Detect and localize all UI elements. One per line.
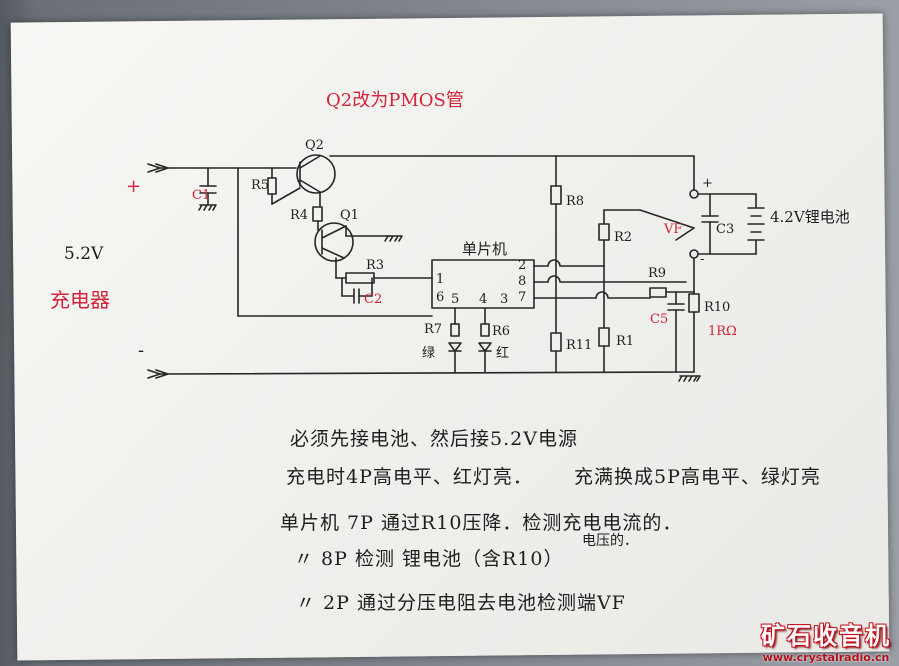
led-red xyxy=(478,342,492,352)
q1-transistor xyxy=(314,222,354,262)
charger-name: 充电器 xyxy=(50,288,110,312)
r9-resistor xyxy=(649,287,667,298)
q2-transistor xyxy=(296,154,336,194)
r9-label: R9 xyxy=(648,266,667,281)
mcu-pin-6: 6 xyxy=(436,290,445,305)
c1-label: C1 xyxy=(192,188,211,203)
battery-plus-label: + xyxy=(702,176,713,191)
mcu-pin-1: 1 xyxy=(436,272,445,287)
r10-label: R10 xyxy=(704,300,731,315)
led-green xyxy=(448,342,462,352)
c3-label: C3 xyxy=(716,222,735,237)
note-line-3: 充满换成5P高电平、绿灯亮 xyxy=(574,466,821,488)
battery-symbol xyxy=(747,207,765,241)
c1-ground-symbol xyxy=(198,204,217,211)
r3-resistor xyxy=(345,272,375,284)
r10-value: 1RΩ xyxy=(708,324,737,339)
r3-label: R3 xyxy=(366,258,385,273)
charger-minus-label: - xyxy=(138,340,145,361)
r10-resistor xyxy=(688,293,700,313)
note-line-2: 充电时4P高电平、红灯亮． xyxy=(286,466,533,488)
charger-voltage: 5.2V xyxy=(64,244,104,264)
watermark-title: 矿石收音机 xyxy=(761,622,891,650)
r11-resistor xyxy=(550,332,562,352)
r4-label: R4 xyxy=(290,208,309,223)
r6-color-label: 红 xyxy=(496,346,510,361)
vf-label: VF xyxy=(664,222,683,237)
r11-label: R11 xyxy=(566,338,593,353)
mcu-pin-4: 4 xyxy=(479,292,488,307)
r5-resistor xyxy=(267,177,277,195)
note-line-5-superscript: 电压的． xyxy=(582,533,638,549)
mcu-pin-7: 7 xyxy=(518,290,527,305)
battery-minus-label: - xyxy=(700,252,705,267)
mcu-pin-3: 3 xyxy=(500,292,509,307)
diagram-title: Q2改为PMOS管 xyxy=(326,90,464,111)
r6-label: R6 xyxy=(492,324,511,339)
watermark-url: www.crystalradio.cn xyxy=(762,651,890,664)
c2-label: C2 xyxy=(364,292,383,307)
r5-label: R5 xyxy=(251,178,270,193)
r8-label: R8 xyxy=(566,194,585,209)
note-line-1: 必须先接电池、然后接5.2V电源 xyxy=(290,428,578,450)
mcu-pin-2: 2 xyxy=(518,258,527,273)
battery-plus-terminal xyxy=(689,189,699,199)
mcu-box xyxy=(431,259,535,309)
watermark: 矿石收音机 www.crystalradio.cn xyxy=(761,616,891,664)
r4-resistor xyxy=(312,206,323,222)
r7-color-label: 绿 xyxy=(422,346,436,361)
note-line-6: 〃 2P 通过分压电阻去电池检测端VF xyxy=(296,592,626,614)
c5-label: C5 xyxy=(650,312,669,327)
mcu-pin-8: 8 xyxy=(518,274,527,289)
main-ground-symbol xyxy=(678,375,701,382)
ground-rail xyxy=(159,371,695,375)
note-line-4: 单片机 7P 通过R10压降．检测充电电流的． xyxy=(280,512,683,534)
battery-minus-terminal xyxy=(689,249,699,259)
r7-label: R7 xyxy=(424,322,443,337)
q1-ground-symbol xyxy=(384,235,403,242)
r6-resistor xyxy=(480,323,490,337)
r1-label: R1 xyxy=(616,334,635,349)
r2-resistor xyxy=(598,223,610,241)
battery-label: 4.2V锂电池 xyxy=(770,208,850,226)
r8-resistor xyxy=(550,185,562,205)
r7-resistor xyxy=(450,323,460,337)
mcu-pin-5: 5 xyxy=(451,292,460,307)
q2-label: Q2 xyxy=(305,138,324,153)
q1-label: Q1 xyxy=(340,208,359,223)
charger-plus-label: + xyxy=(126,176,142,197)
r2-label: R2 xyxy=(614,230,633,245)
mcu-label: 单片机 xyxy=(462,240,508,258)
r1-resistor xyxy=(598,327,610,347)
note-line-5: 〃 8P 检测 锂电池（含R10） xyxy=(294,548,564,570)
